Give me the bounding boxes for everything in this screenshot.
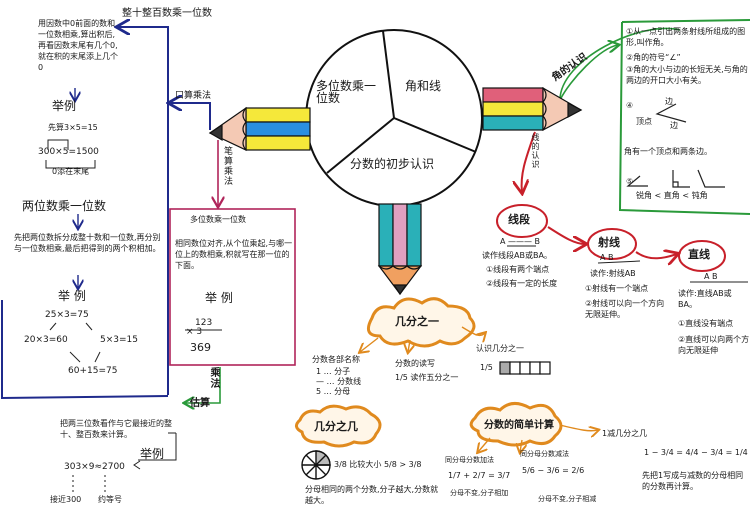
oral-multiplication-label: 口算乘法	[175, 91, 212, 101]
unit-fraction-cloud	[366, 297, 476, 348]
round-rule: 用因数中0前面的数和一位数相乘,算出积后,再看因数末尾有几个0,就在积的末尾添上…	[38, 19, 118, 72]
fraction-know-title: 认识几分之一	[476, 344, 524, 353]
angle-parts-note: 角有一个顶点和两条边。	[624, 147, 712, 156]
fraction-sub-rule: 分母不变,分子相减	[538, 495, 597, 503]
eighths-pie	[301, 450, 331, 480]
fraction-parts-numerator: 1 … 分子	[316, 367, 351, 376]
unit-fraction-title[interactable]: 几分之一	[395, 315, 439, 328]
written-example-label: 举 例	[205, 291, 233, 305]
estimate-note-approx: 约等号	[98, 495, 122, 504]
written-box	[169, 208, 296, 366]
angle-item-4: ④	[626, 101, 634, 110]
straight-figure: A B	[704, 272, 718, 281]
bottom-pencil	[377, 203, 423, 296]
center-circle	[305, 29, 483, 207]
fraction-sub-equation: 5/6 − 3/6 = 2/6	[522, 466, 585, 475]
center-section-fractions[interactable]: 分数的初步认识	[350, 157, 435, 171]
fraction-parts-denominator: 5 … 分母	[316, 387, 351, 396]
round-example-label: 举例	[52, 99, 77, 113]
angle-edge-label-top: 边	[665, 97, 673, 106]
estimate-note-300: 接近300	[50, 495, 82, 504]
angle-vertex-label: 顶点	[636, 117, 652, 126]
angle-edge-label-bottom: 边	[670, 121, 678, 130]
calc-fraction-cloud	[469, 402, 563, 447]
angle-sketches	[626, 103, 725, 188]
angle-item-1: ①从一点引出两条射线所组成的图形,叫作角。	[626, 27, 746, 47]
center-section-multiplication[interactable]: 多位数乘一位数	[316, 79, 377, 105]
written-result: 369	[190, 341, 211, 354]
straight-title[interactable]: 直线	[688, 248, 710, 261]
two-digit-title: 两位数乘一位数	[22, 199, 107, 213]
written-mult: × 3	[186, 327, 203, 337]
straight-line-1: 读作:直线AB或BA。	[678, 289, 732, 309]
lines-label: 线的认识	[531, 133, 540, 169]
one-minus-title: 1减几分之几	[602, 429, 648, 438]
fraction-parts-title: 分数各部名称	[312, 355, 360, 364]
left-pencil	[208, 106, 311, 151]
estimate-rule: 把两三位数看作与它最接近的整十、整百数来计算。	[60, 419, 172, 439]
fraction-add-rule: 分母不变,分子相加	[450, 489, 509, 497]
fraction-calc-title[interactable]: 分数的简单计算	[484, 420, 554, 431]
straight-line-3: ②直线可以向两个方向无限延伸	[678, 335, 750, 355]
fraction-parts-line: — … 分数线	[316, 377, 362, 386]
center-section-angles-lines[interactable]: 角和线	[405, 79, 442, 93]
two-digit-rule: 先把两位数拆分成整十数和一位数,再分别与一位数相乘,最后把得到的两个积相加。	[14, 233, 161, 253]
fraction-add-equation: 1/7 + 2/7 = 3/7	[448, 471, 511, 480]
blue-connectors	[1, 27, 211, 400]
written-rule: 相同数位对齐,从个位乘起,与哪一位上的数相乘,积就写在那一位的下面。	[175, 239, 293, 270]
estimate-equation: 303×9≈2700	[64, 462, 125, 472]
branch-round-numbers: 整十整百数乘一位数	[122, 8, 212, 19]
estimate-label: 估算	[190, 398, 210, 409]
fifth-boxes	[499, 361, 551, 375]
two-digit-left: 20×3=60	[24, 335, 68, 345]
one-minus-rule: 先把1写成与减数的分母相同的分数再计算。	[642, 471, 744, 491]
written-top: 123	[195, 318, 213, 328]
fraction-compare: 3/8 比较大小 5/8 > 3/8	[334, 460, 422, 469]
ray-line-3: ②射线可以向一个方向无限延伸。	[585, 299, 665, 319]
angle-comparison: 锐角 < 直角 < 钝角	[636, 191, 708, 200]
right-pencil	[482, 86, 583, 131]
multiplication-label: 乘法	[208, 367, 219, 389]
one-minus-equation: 1 − 3/4 = 4/4 − 3/4 = 1/4	[644, 448, 748, 457]
round-equation: 300×5=1500	[38, 147, 99, 157]
round-note: 0添在末尾	[52, 167, 90, 176]
written-multiplication-label: 笔算乘法	[222, 146, 232, 186]
round-first-step: 先算3×5=15	[48, 123, 98, 132]
fraction-read-example: 1/5 读作五分之一	[395, 373, 459, 382]
segment-figure: A ——— B	[500, 237, 541, 246]
ray-title[interactable]: 射线	[598, 236, 620, 249]
angle-item-2: ②角的符号“∠”	[626, 53, 681, 62]
fraction-sub-title: 同分母分数减法	[520, 450, 569, 458]
fraction-read-title: 分数的读写	[395, 359, 435, 368]
segment-line-2: ①线段有两个端点	[486, 265, 550, 274]
segment-title[interactable]: 线段	[508, 213, 530, 226]
angle-item-3: ③角的大小与边的长短无关,与角的两边的开口大小有关。	[626, 65, 748, 85]
several-fraction-cloud	[295, 404, 382, 448]
several-fraction-title[interactable]: 几分之几	[314, 420, 358, 433]
fraction-know-value: 1/5	[480, 363, 493, 372]
segment-line-3: ②线段有一定的长度	[486, 279, 558, 288]
segment-circle	[496, 204, 548, 238]
ray-figure: A B	[600, 253, 614, 262]
straight-line-2: ①直线没有端点	[678, 319, 734, 328]
ray-line-2: ①射线有一个端点	[585, 284, 649, 293]
fraction-compare-rule: 分母相同的两个分数,分子越大,分数就越大。	[305, 485, 439, 505]
two-digit-equation: 25×3=75	[45, 310, 89, 320]
angle-item-5: ⑤	[626, 177, 634, 186]
two-digit-example-label: 举 例	[58, 289, 86, 303]
estimate-example-label: 举例	[140, 447, 165, 461]
ray-line-1: 读作:射线AB	[590, 269, 636, 278]
written-title: 多位数乘一位数	[190, 215, 246, 224]
fraction-add-title: 同分母分数加法	[445, 456, 494, 464]
two-digit-sum: 60+15=75	[68, 366, 118, 376]
two-digit-right: 5×3=15	[100, 335, 138, 345]
segment-line-1: 读作线段AB或BA。	[482, 251, 552, 260]
